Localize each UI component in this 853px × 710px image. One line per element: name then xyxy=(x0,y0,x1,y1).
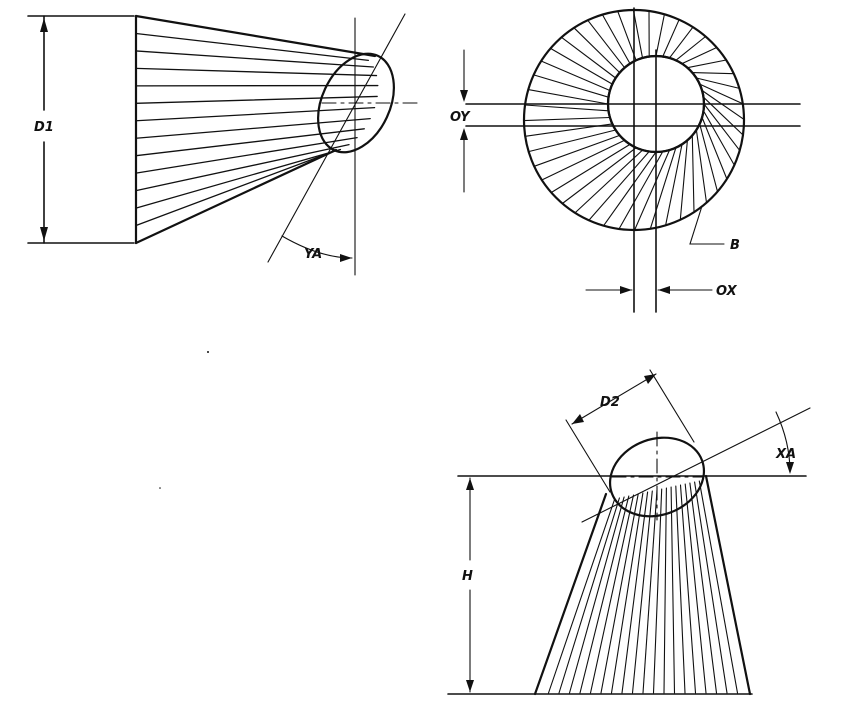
side-fan-line xyxy=(136,33,368,60)
end-radial-line xyxy=(656,14,664,56)
front-fan-line xyxy=(676,486,685,693)
end-radial-line xyxy=(696,130,706,203)
ox-arrow-right xyxy=(658,286,670,294)
end-view: OY OX B xyxy=(450,8,800,312)
end-radial-line xyxy=(692,135,694,212)
end-radial-line xyxy=(524,118,610,121)
front-edge-left xyxy=(535,494,606,694)
xa-label: XA xyxy=(775,447,796,462)
end-radial-line xyxy=(650,148,676,229)
front-fan-line xyxy=(699,481,737,693)
end-radial-line xyxy=(604,152,656,226)
taper-edge-bottom xyxy=(136,150,336,243)
side-fan-line xyxy=(136,96,377,103)
h-arrow-top xyxy=(466,478,474,490)
side-fan-line xyxy=(136,68,377,75)
front-fan-line xyxy=(695,482,727,693)
speck xyxy=(207,351,209,353)
front-fan-line xyxy=(622,492,648,693)
d2-extension-right xyxy=(650,370,694,442)
side-fan-line xyxy=(136,152,332,226)
xa-arrow xyxy=(786,462,794,474)
oy-arrow-bottom xyxy=(460,128,468,140)
end-radial-line xyxy=(682,48,717,64)
oy-label: OY xyxy=(450,110,471,125)
speck xyxy=(159,487,161,489)
side-fan-line xyxy=(136,150,340,209)
end-radial-line xyxy=(666,144,682,225)
end-radial-line xyxy=(534,75,609,97)
front-fan-line xyxy=(549,499,615,693)
front-fan-line xyxy=(671,487,674,693)
d1-arrow-top xyxy=(40,18,48,32)
end-radial-line xyxy=(551,144,630,192)
end-radial-line xyxy=(696,78,739,88)
front-fan-line xyxy=(580,496,629,693)
end-radial-line xyxy=(663,20,679,57)
front-fan-line xyxy=(664,488,666,693)
ox-arrow-left xyxy=(620,286,632,294)
side-fan-line xyxy=(136,108,375,121)
front-fan-line xyxy=(633,491,653,693)
ya-label: YA xyxy=(304,247,322,262)
d2-extension-left xyxy=(566,420,610,492)
side-fan-line xyxy=(136,51,373,67)
end-radial-line xyxy=(589,152,649,221)
front-fan-lines xyxy=(549,481,738,693)
ya-arrow xyxy=(340,254,352,262)
d1-arrow-bottom xyxy=(40,227,48,241)
d2-arrow-right xyxy=(644,374,656,384)
front-view: H D2 XA xyxy=(448,370,810,694)
d2-arrow-left xyxy=(572,414,584,424)
b-label: B xyxy=(730,238,740,253)
side-fan-line xyxy=(136,119,370,139)
end-radial-line xyxy=(525,105,609,111)
oy-arrow-top xyxy=(460,90,468,102)
end-radial-line xyxy=(529,130,616,152)
end-radial-line xyxy=(692,73,734,74)
end-radial-line xyxy=(687,60,726,68)
side-view: D1 YA xyxy=(28,14,420,275)
end-radial-line xyxy=(528,90,608,104)
h-arrow-bottom xyxy=(466,680,474,692)
end-radial-line xyxy=(542,140,625,180)
end-radial-line xyxy=(680,140,687,220)
d2-label: D2 xyxy=(600,395,620,410)
h-label: H xyxy=(462,569,473,584)
end-radial-line xyxy=(670,27,694,58)
front-fan-line xyxy=(559,498,619,693)
ox-label: OX xyxy=(716,284,738,299)
end-radial-line xyxy=(562,37,616,78)
d1-label: D1 xyxy=(34,120,54,135)
end-radial-line xyxy=(676,37,706,61)
taper-edge-top xyxy=(136,16,375,56)
